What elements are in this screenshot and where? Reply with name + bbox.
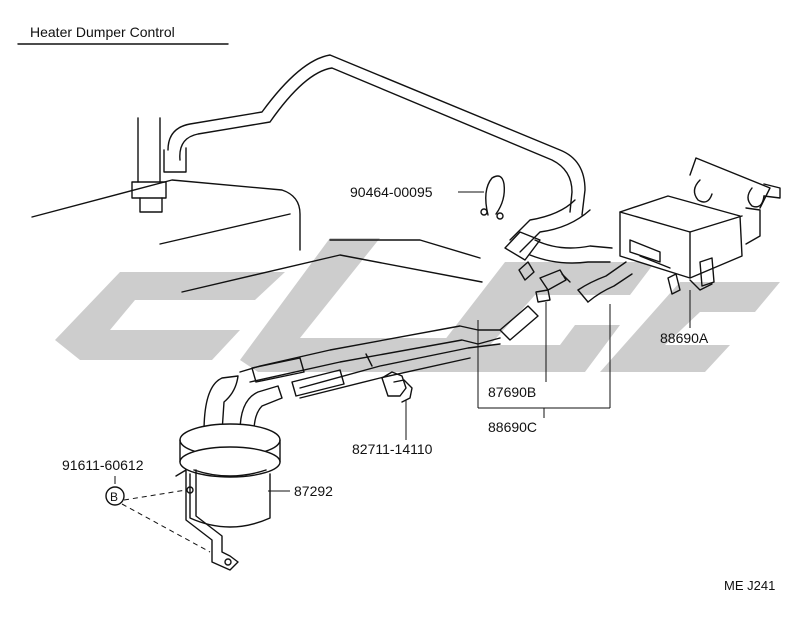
upper-hose-loop bbox=[163, 54, 591, 253]
hose-88690C bbox=[499, 261, 633, 341]
tank-bracket bbox=[175, 469, 239, 571]
tank-87292 bbox=[179, 375, 283, 528]
watermark-stroke-4 bbox=[600, 282, 780, 372]
vsv-88690A bbox=[619, 157, 781, 295]
watermark-stroke-2 bbox=[240, 238, 470, 372]
background-body-outline bbox=[31, 179, 483, 293]
diagram-title: Heater Dumper Control bbox=[30, 24, 175, 40]
label-88690C: 88690C bbox=[488, 419, 537, 435]
connector-87690B bbox=[535, 269, 571, 303]
clamp-90464 bbox=[480, 175, 506, 220]
vertical-pipe bbox=[131, 117, 167, 213]
watermark-stroke-1 bbox=[55, 272, 285, 360]
leader-bolt-dashed bbox=[121, 503, 211, 553]
bracket-88690C bbox=[477, 304, 611, 418]
label-90464: 90464-00095 bbox=[350, 184, 433, 200]
label-87292: 87292 bbox=[294, 483, 333, 499]
drawing-code: ME J241 bbox=[724, 578, 775, 593]
bolt-marker-circle bbox=[105, 486, 125, 506]
hose-to-vsv bbox=[504, 231, 613, 281]
label-88690A: 88690A bbox=[660, 330, 709, 346]
main-pipes bbox=[239, 325, 501, 399]
label-91611: 91611-60612 bbox=[62, 457, 144, 473]
leader-bolt-dashed-2 bbox=[123, 489, 187, 501]
label-87690B: 87690B bbox=[488, 384, 536, 400]
clip-82711 bbox=[381, 371, 413, 403]
bolt-marker-label: B bbox=[110, 490, 118, 504]
label-82711: 82711-14110 bbox=[352, 441, 433, 457]
